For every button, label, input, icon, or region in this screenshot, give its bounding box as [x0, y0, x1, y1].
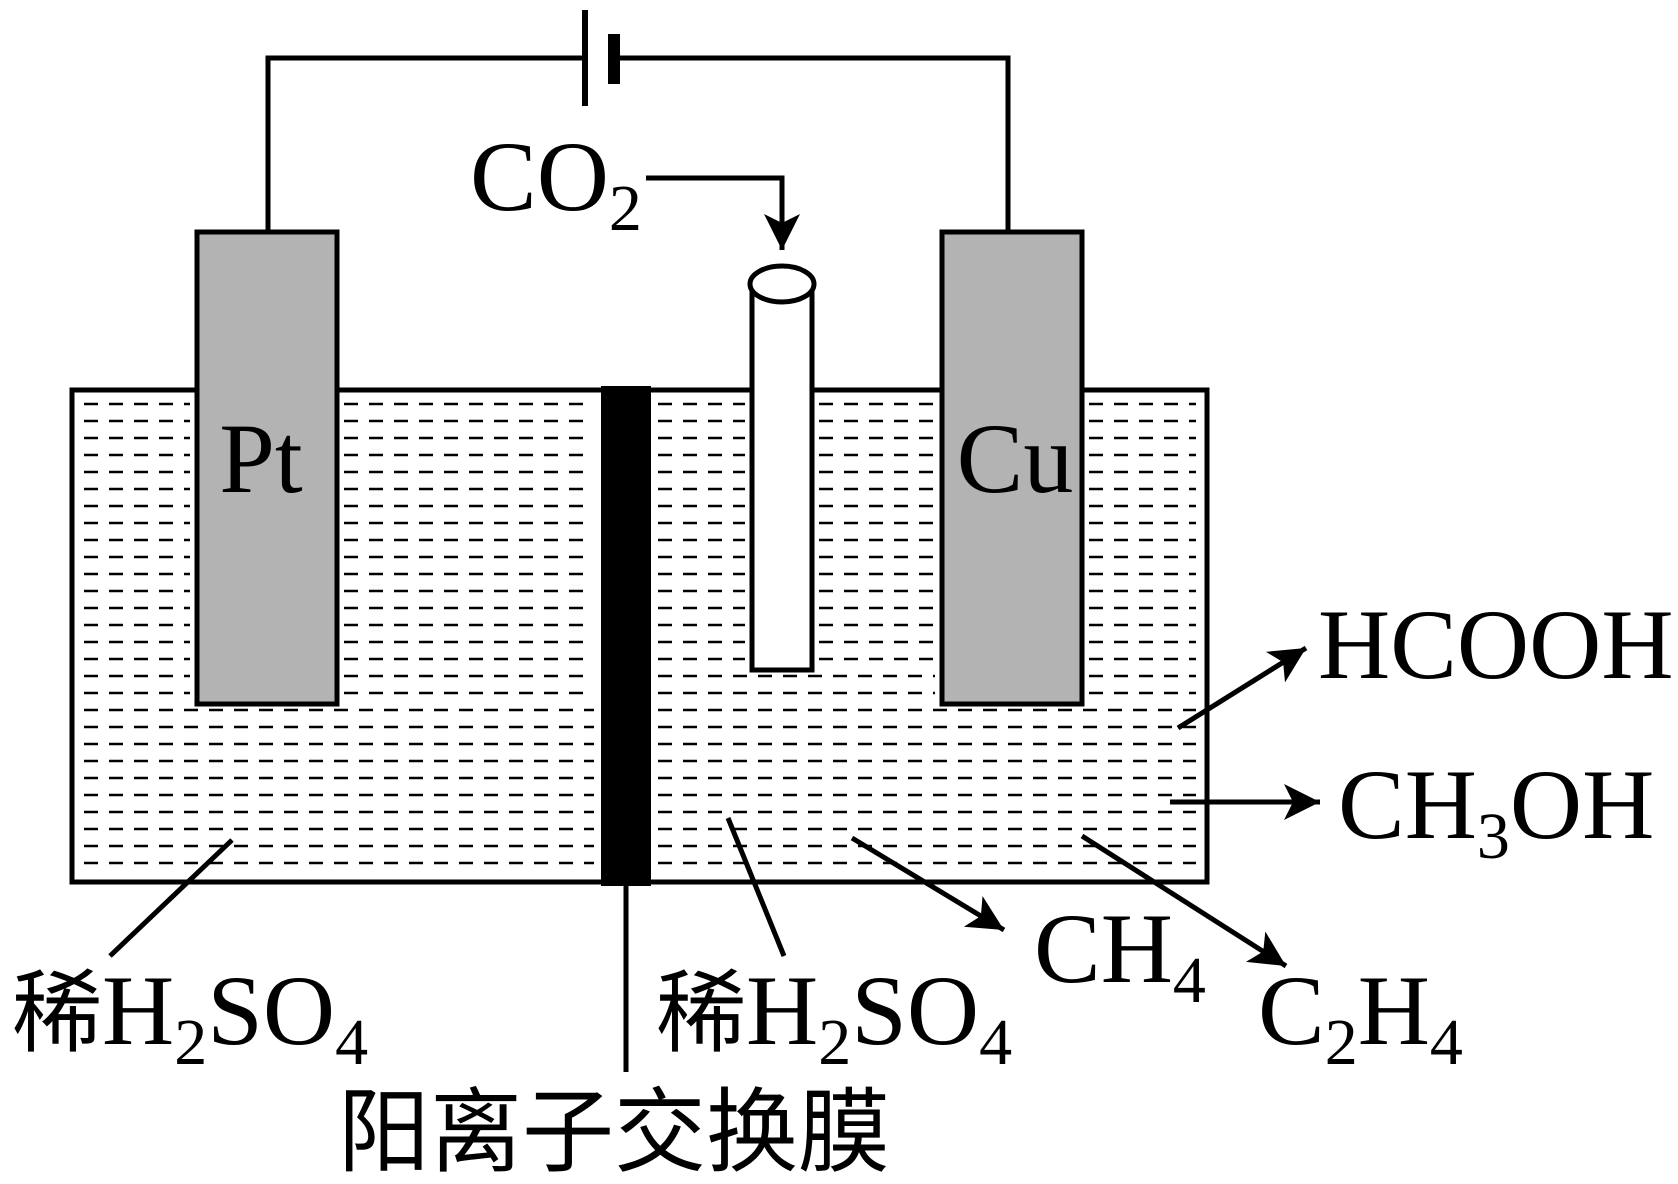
c2h4-label: C2H4	[1258, 955, 1463, 1079]
svg-text:CH3OH: CH3OH	[1338, 749, 1654, 873]
ch3oh-part-b: OH	[1510, 749, 1654, 860]
membrane-label: 阳离子交换膜	[338, 1079, 890, 1184]
right-o-sub: 4	[979, 1006, 1012, 1079]
cu-electrode: Cu	[939, 229, 1085, 707]
pt-electrode: Pt	[194, 229, 340, 707]
left-dilute-char: 稀	[12, 961, 102, 1066]
right-electrolyte-label: 稀H2SO4	[656, 955, 1012, 1079]
hcooh-label: HCOOH	[1318, 589, 1674, 700]
ch4-part-a: CH	[1034, 893, 1173, 1004]
co2-label: CO2	[470, 121, 642, 245]
left-o-sub: 4	[335, 1006, 368, 1079]
svg-text:稀H2SO4: 稀H2SO4	[12, 955, 368, 1079]
c2h4-arrow	[1080, 833, 1288, 969]
left-electrolyte-label: 稀H2SO4	[12, 955, 368, 1079]
ch3oh-sub: 3	[1477, 800, 1510, 873]
left-h: H	[102, 955, 174, 1066]
svg-text:CH4: CH4	[1034, 893, 1206, 1017]
battery-icon	[582, 10, 620, 106]
right-dilute-char: 稀	[656, 961, 746, 1066]
ch3oh-label: CH3OH	[1338, 749, 1654, 873]
left-electrolyte-pointer	[108, 838, 234, 958]
svg-text:CO2: CO2	[470, 121, 642, 245]
c2h4-part-h: H	[1358, 955, 1430, 1066]
c2h4-part-c: C	[1258, 955, 1325, 1066]
c2h4-sub1: 2	[1325, 1006, 1358, 1079]
wire-right	[617, 55, 1011, 232]
left-h-sub: 2	[174, 1006, 207, 1079]
pt-label: Pt	[219, 403, 303, 514]
left-so: SO	[207, 955, 335, 1066]
co2-inlet-tube	[747, 263, 817, 673]
svg-text:C2H4: C2H4	[1258, 955, 1463, 1079]
cu-label: Cu	[957, 403, 1074, 514]
ch4-label: CH4	[1034, 893, 1206, 1017]
right-h-sub: 2	[818, 1006, 851, 1079]
co2-formula-main: CO	[470, 121, 609, 232]
svg-text:稀H2SO4: 稀H2SO4	[656, 955, 1012, 1079]
solution-hatching	[84, 402, 1196, 865]
co2-flow-arrow	[646, 175, 800, 250]
hcooh-arrow	[1176, 645, 1308, 731]
c2h4-sub2: 4	[1430, 1006, 1463, 1079]
right-so: SO	[851, 955, 979, 1066]
ch4-arrow	[850, 835, 1006, 933]
wire-left	[265, 55, 585, 232]
ch3oh-part-a: CH	[1338, 749, 1477, 860]
right-electrolyte-pointer	[725, 817, 787, 957]
right-h: H	[746, 955, 818, 1066]
cation-exchange-membrane	[601, 386, 651, 1072]
co2-formula-sub: 2	[609, 172, 642, 245]
product-arrows	[850, 645, 1320, 969]
external-circuit	[265, 55, 1011, 232]
ch4-sub: 4	[1173, 944, 1206, 1017]
